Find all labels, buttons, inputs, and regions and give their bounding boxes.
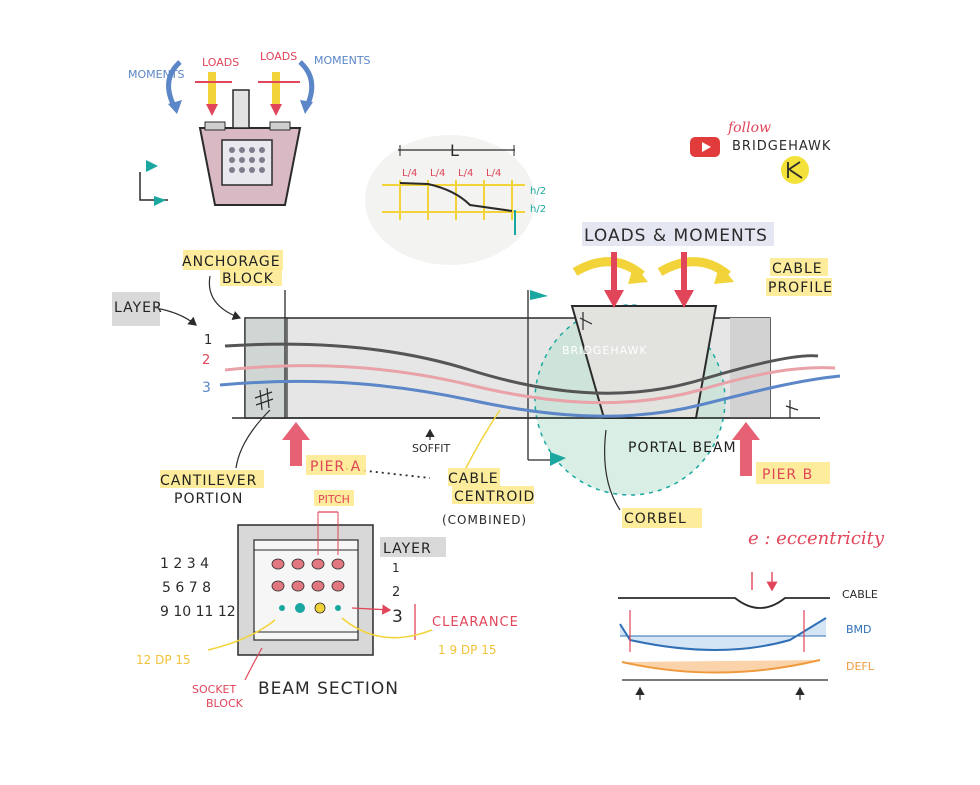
elevation-layer-label: LAYER xyxy=(114,300,163,316)
bmd-label: BMD xyxy=(846,623,872,636)
youtube-icon xyxy=(690,137,720,157)
pier-a-label: PIER A xyxy=(310,459,361,475)
row-numbers-2: 5 6 7 8 xyxy=(162,580,211,596)
watermark: BRIDGEHAWK xyxy=(562,344,648,357)
right-strand-label: 1 9 DP 15 xyxy=(438,643,496,657)
cable-number-2: 2 xyxy=(202,353,210,368)
loads-moments-title: LOADS & MOMENTS xyxy=(584,226,768,246)
defl-label: DEFL xyxy=(846,660,875,673)
brand-name: BRIDGEHAWK xyxy=(732,139,831,154)
row-numbers-3: 9 10 11 12 xyxy=(160,604,236,620)
socket-block-label-2: BLOCK xyxy=(206,697,244,710)
cantilever-label-1: CANTILEVER xyxy=(160,473,257,489)
socket-detail xyxy=(139,60,315,206)
half-label-2: h/2 xyxy=(530,204,546,215)
corbel-label: CORBEL xyxy=(624,511,687,527)
beam-section-drawing xyxy=(207,511,433,681)
beam-section-title: BEAM SECTION xyxy=(258,679,399,699)
cable-profile-label-2: PROFILE xyxy=(768,280,833,296)
portal-beam-label: PORTAL BEAM xyxy=(628,440,737,456)
section-layer-1: 1 xyxy=(392,561,400,575)
quarter-label-2: L/4 xyxy=(430,168,445,179)
portal-loads-arrows xyxy=(572,252,734,308)
section-layer-label: LAYER xyxy=(383,541,432,557)
anchorage-label-1: ANCHORAGE xyxy=(182,254,281,270)
cable-number-3: 3 xyxy=(202,380,211,396)
quarter-label-4: L/4 xyxy=(486,168,501,179)
cable-profile-label-1: CABLE xyxy=(772,261,823,277)
row-numbers-1: 1 2 3 4 xyxy=(160,556,209,572)
pitch-label: PITCH xyxy=(318,493,350,506)
left-strand-label: 12 DP 15 xyxy=(136,653,191,667)
half-label-1: h/2 xyxy=(530,186,546,197)
quarter-label-3: L/4 xyxy=(458,168,473,179)
pier-b-arrow xyxy=(732,422,760,476)
pier-a-arrow xyxy=(282,422,310,466)
cable-centroid-label-1: CABLE xyxy=(448,471,499,487)
follow-label: follow xyxy=(727,120,771,136)
socket-block-label-1: SOCKET xyxy=(192,683,236,696)
cable-diagram-label: CABLE xyxy=(842,588,878,601)
section-layer-3: 3 xyxy=(392,607,403,627)
beam-elevation xyxy=(219,290,841,496)
eccentricity-title: e : eccentricity xyxy=(748,528,885,549)
cable-centroid-label-2: CENTROID xyxy=(454,489,535,505)
cable-centroid-label-3: (COMBINED) xyxy=(442,513,527,527)
clearance-label: CLEARANCE xyxy=(432,615,519,630)
eccentricity-diagrams xyxy=(618,572,830,700)
soffit-label: SOFFIT xyxy=(412,442,451,455)
cantilever-label-2: PORTION xyxy=(174,491,243,507)
section-layer-2: 2 xyxy=(392,585,400,600)
loads-right-label: LOADS xyxy=(260,50,297,63)
moments-right-label: MOMENTS xyxy=(314,54,371,67)
span-l-label: L xyxy=(450,141,459,160)
quarter-label-1: L/4 xyxy=(402,168,417,179)
moments-left-label: MOMENTS xyxy=(128,68,185,81)
cable-number-1: 1 xyxy=(204,333,212,348)
cable-profile-detail xyxy=(365,135,535,265)
pier-b-label: PIER B xyxy=(762,467,813,483)
loads-left-label: LOADS xyxy=(202,56,239,69)
brand-logo-icon xyxy=(781,156,809,184)
anchorage-label-2: BLOCK xyxy=(222,271,274,287)
